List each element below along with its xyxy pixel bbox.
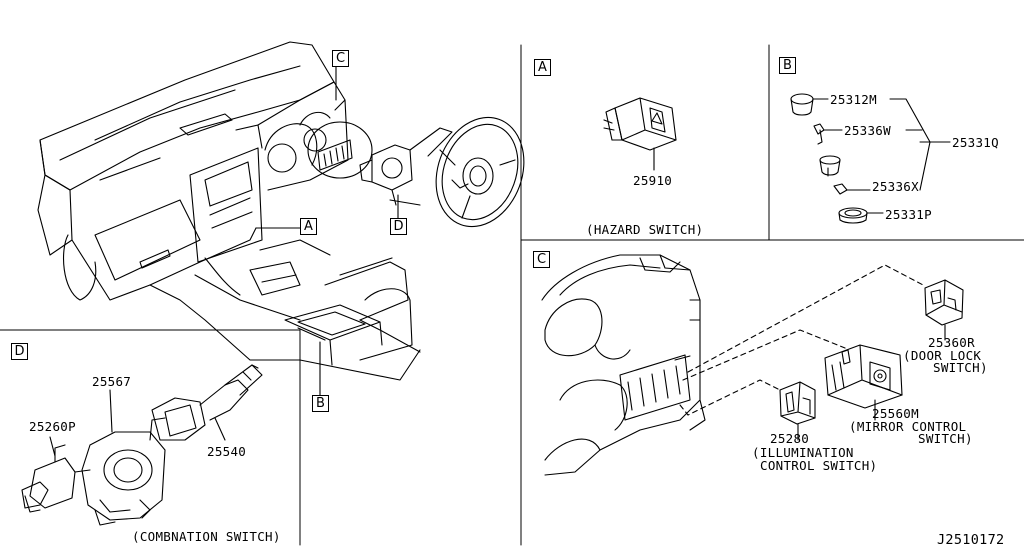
panel-b-label: B [779,57,796,74]
part-number-25331q: 25331Q [952,135,999,150]
combination-switch-illustration [21,364,263,526]
callout-a-main: A [300,218,317,235]
hazard-switch-illustration [603,97,677,171]
panel-b-parts-illustration [790,93,951,224]
door-lock-caption-line2: SWITCH) [933,360,988,375]
callout-b-main: B [312,395,329,412]
panel-d-label: D [11,343,28,360]
hazard-switch-caption: (HAZARD SWITCH) [586,222,704,237]
callout-d-main: D [390,218,407,235]
panel-borders [0,44,1024,546]
part-number-25331p: 25331P [885,207,932,222]
part-number-25312m: 25312M [830,92,877,107]
mirror-control-switch-illustration [824,344,903,421]
mirror-switch-caption-line1: (MIRROR CONTROL [849,419,967,434]
switch-panel-illustration [541,254,926,476]
illumination-switch-illustration [779,381,816,441]
combination-switch-caption: (COMBNATION SWITCH) [132,529,281,544]
callout-c-main: C [332,50,349,67]
door-lock-part-number: 25360R [928,335,975,350]
illumination-switch-caption-line1: (ILLUMINATION [752,445,854,460]
illumination-switch-caption-line2: CONTROL SWITCH) [760,458,878,473]
combination-switch-small-illustration [359,127,453,219]
steering-wheel-illustration [435,116,525,228]
door-lock-switch-illustration [924,279,964,341]
drawing-id: J2510172 [937,532,1005,548]
dashboard-illustration [37,41,421,396]
panel-a-label: A [534,59,551,76]
illumination-switch-part-number: 25280 [770,431,810,446]
panel-c-label: C [533,251,550,268]
part-number-25336x: 25336X [872,179,919,194]
part-number-25336w: 25336W [844,123,891,138]
part-number-25567: 25567 [92,374,132,389]
hazard-switch-part-number: 25910 [633,173,673,188]
part-number-25540: 25540 [207,444,247,459]
mirror-switch-part-number: 25560M [872,406,919,421]
mirror-switch-caption-line2: SWITCH) [918,431,973,446]
part-number-25260p: 25260P [29,419,76,434]
door-lock-caption-line1: (DOOR LOCK [903,348,982,363]
